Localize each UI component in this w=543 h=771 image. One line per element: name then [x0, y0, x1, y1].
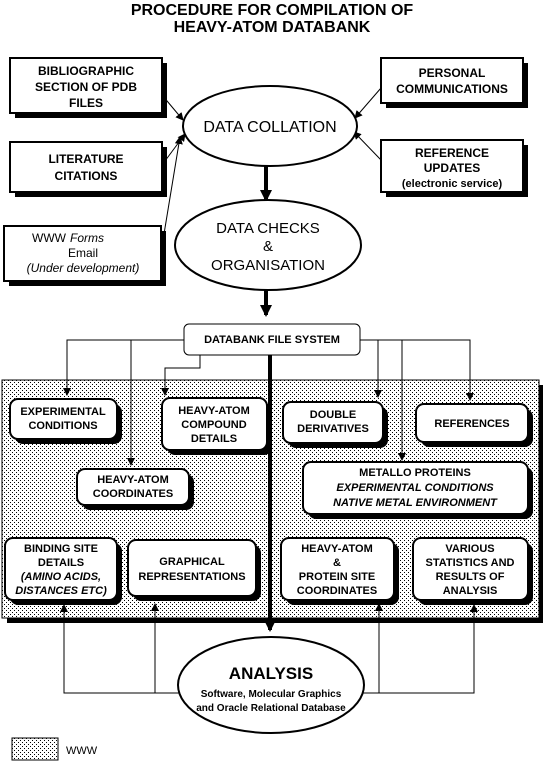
- source-arrows: [161, 87, 382, 241]
- item-experimental-conditions: EXPERIMENTAL CONDITIONS: [9, 398, 122, 444]
- source-personal: PERSONAL COMMUNICATIONS: [380, 57, 528, 108]
- data-checks-line-1: DATA CHECKS: [216, 220, 320, 237]
- coordinates-line-2: COORDINATES: [93, 488, 173, 500]
- item-graphical: GRAPHICAL REPRESENTATIONS: [127, 539, 261, 601]
- statistics-line-3: RESULTS OF: [436, 571, 505, 583]
- analysis-title: ANALYSIS: [229, 664, 313, 683]
- email-label: Email: [68, 246, 98, 260]
- metallo-line-3: NATIVE METAL ENVIRONMENT: [333, 497, 498, 509]
- references-label: REFERENCES: [434, 418, 509, 430]
- bibliographic-line-1: BIBLIOGRAPHIC: [38, 64, 134, 78]
- data-collation-label: DATA COLLATION: [203, 119, 336, 136]
- protein-site-line-4: COORDINATES: [297, 585, 377, 597]
- arrow-bibliographic-to-collation: [161, 94, 184, 121]
- node-data-checks: DATA CHECKS & ORGANISATION: [174, 199, 362, 291]
- reference-updates-line-2: UPDATES: [424, 161, 480, 175]
- compound-line-1: HEAVY-ATOM: [178, 405, 250, 417]
- statistics-line-1: VARIOUS: [445, 543, 494, 555]
- item-heavy-atom-coordinates: HEAVY-ATOM COORDINATES: [76, 468, 194, 510]
- legend-swatch: [11, 737, 59, 761]
- coordinates-line-1: HEAVY-ATOM: [97, 474, 169, 486]
- item-binding-site: BINDING SITE DETAILS (AMINO ACIDS, DISTA…: [4, 537, 122, 605]
- title-line-1: PROCEDURE FOR COMPILATION OF: [131, 2, 414, 19]
- analysis-line-1: Software, Molecular Graphics: [201, 689, 342, 700]
- distribution-lines: [63, 339, 474, 466]
- item-compound-details: HEAVY-ATOM COMPOUND DETAILS: [161, 397, 272, 455]
- double-derivatives-line-1: DOUBLE: [310, 409, 356, 421]
- binding-line-1: BINDING SITE: [24, 543, 98, 555]
- diagram-title: PROCEDURE FOR COMPILATION OF HEAVY-ATOM …: [131, 2, 414, 36]
- item-statistics: VARIOUS STATISTICS AND RESULTS OF ANALYS…: [412, 537, 533, 605]
- arrow-www-to-collation: [162, 136, 183, 241]
- data-checks-line-2: &: [263, 238, 273, 255]
- data-checks-line-3: ORGANISATION: [211, 257, 325, 274]
- reference-updates-line-1: REFERENCE: [415, 146, 489, 160]
- bibliographic-line-2: SECTION OF PDB: [35, 80, 137, 94]
- personal-line-1: PERSONAL: [419, 66, 486, 80]
- protein-site-line-3: PROTEIN SITE: [299, 571, 375, 583]
- title-line-2: HEAVY-ATOM DATABANK: [174, 19, 371, 36]
- node-data-collation: DATA COLLATION: [182, 85, 358, 167]
- node-analysis: ANALYSIS Software, Molecular Graphics an…: [177, 636, 365, 734]
- legend-label: WWW: [66, 745, 98, 757]
- graphical-line-2: REPRESENTATIONS: [138, 571, 245, 583]
- www-label: WWW: [32, 231, 67, 245]
- compound-line-2: COMPOUND: [181, 419, 246, 431]
- literature-line-1: LITERATURE: [48, 152, 123, 166]
- feedback-arrows: [60, 603, 478, 694]
- literature-line-2: CITATIONS: [55, 169, 118, 183]
- source-bibliographic: BIBLIOGRAPHIC SECTION OF PDB FILES: [9, 57, 167, 118]
- experimental-line-2: CONDITIONS: [28, 420, 97, 432]
- statistics-line-4: ANALYSIS: [443, 585, 498, 597]
- experimental-line-1: EXPERIMENTAL: [20, 406, 106, 418]
- binding-line-2: DETAILS: [38, 557, 84, 569]
- compound-line-3: DETAILS: [191, 433, 237, 445]
- arrow-personal-to-collation: [354, 87, 382, 119]
- source-reference-updates: REFERENCE UPDATES (electronic service): [380, 139, 528, 197]
- personal-line-2: COMMUNICATIONS: [396, 82, 508, 96]
- under-development-label: (Under development): [27, 261, 140, 275]
- forms-label: Forms: [70, 231, 104, 245]
- metallo-line-1: METALLO PROTEINS: [359, 467, 471, 479]
- legend: WWW: [11, 737, 98, 761]
- reference-updates-line-3: (electronic service): [402, 178, 503, 190]
- arrow-references-to-collation: [353, 131, 382, 161]
- protein-site-line-2: &: [333, 557, 341, 569]
- protein-site-line-1: HEAVY-ATOM: [301, 543, 373, 555]
- double-derivatives-line-2: DERIVATIVES: [297, 423, 369, 435]
- item-references: REFERENCES: [415, 403, 533, 447]
- metallo-line-2: EXPERIMENTAL CONDITIONS: [336, 482, 494, 494]
- file-system-label: DATABANK FILE SYSTEM: [204, 334, 340, 346]
- source-www-forms: WWW Forms Email (Under development): [3, 225, 166, 286]
- item-protein-site-coords: HEAVY-ATOM & PROTEIN SITE COORDINATES: [280, 537, 399, 605]
- node-file-system: DATABANK FILE SYSTEM: [183, 323, 361, 356]
- item-metallo-proteins: METALLO PROTEINS EXPERIMENTAL CONDITIONS…: [302, 461, 533, 519]
- source-literature: LITERATURE CITATIONS: [9, 141, 167, 197]
- analysis-line-2: and Oracle Relational Database: [196, 703, 346, 714]
- binding-line-3: (AMINO ACIDS,: [21, 571, 101, 583]
- binding-line-4: DISTANCES ETC): [15, 585, 107, 597]
- statistics-line-2: STATISTICS AND: [425, 557, 514, 569]
- item-double-derivatives: DOUBLE DERIVATIVES: [282, 401, 388, 448]
- graphical-line-1: GRAPHICAL: [159, 556, 225, 568]
- bibliographic-line-3: FILES: [69, 96, 103, 110]
